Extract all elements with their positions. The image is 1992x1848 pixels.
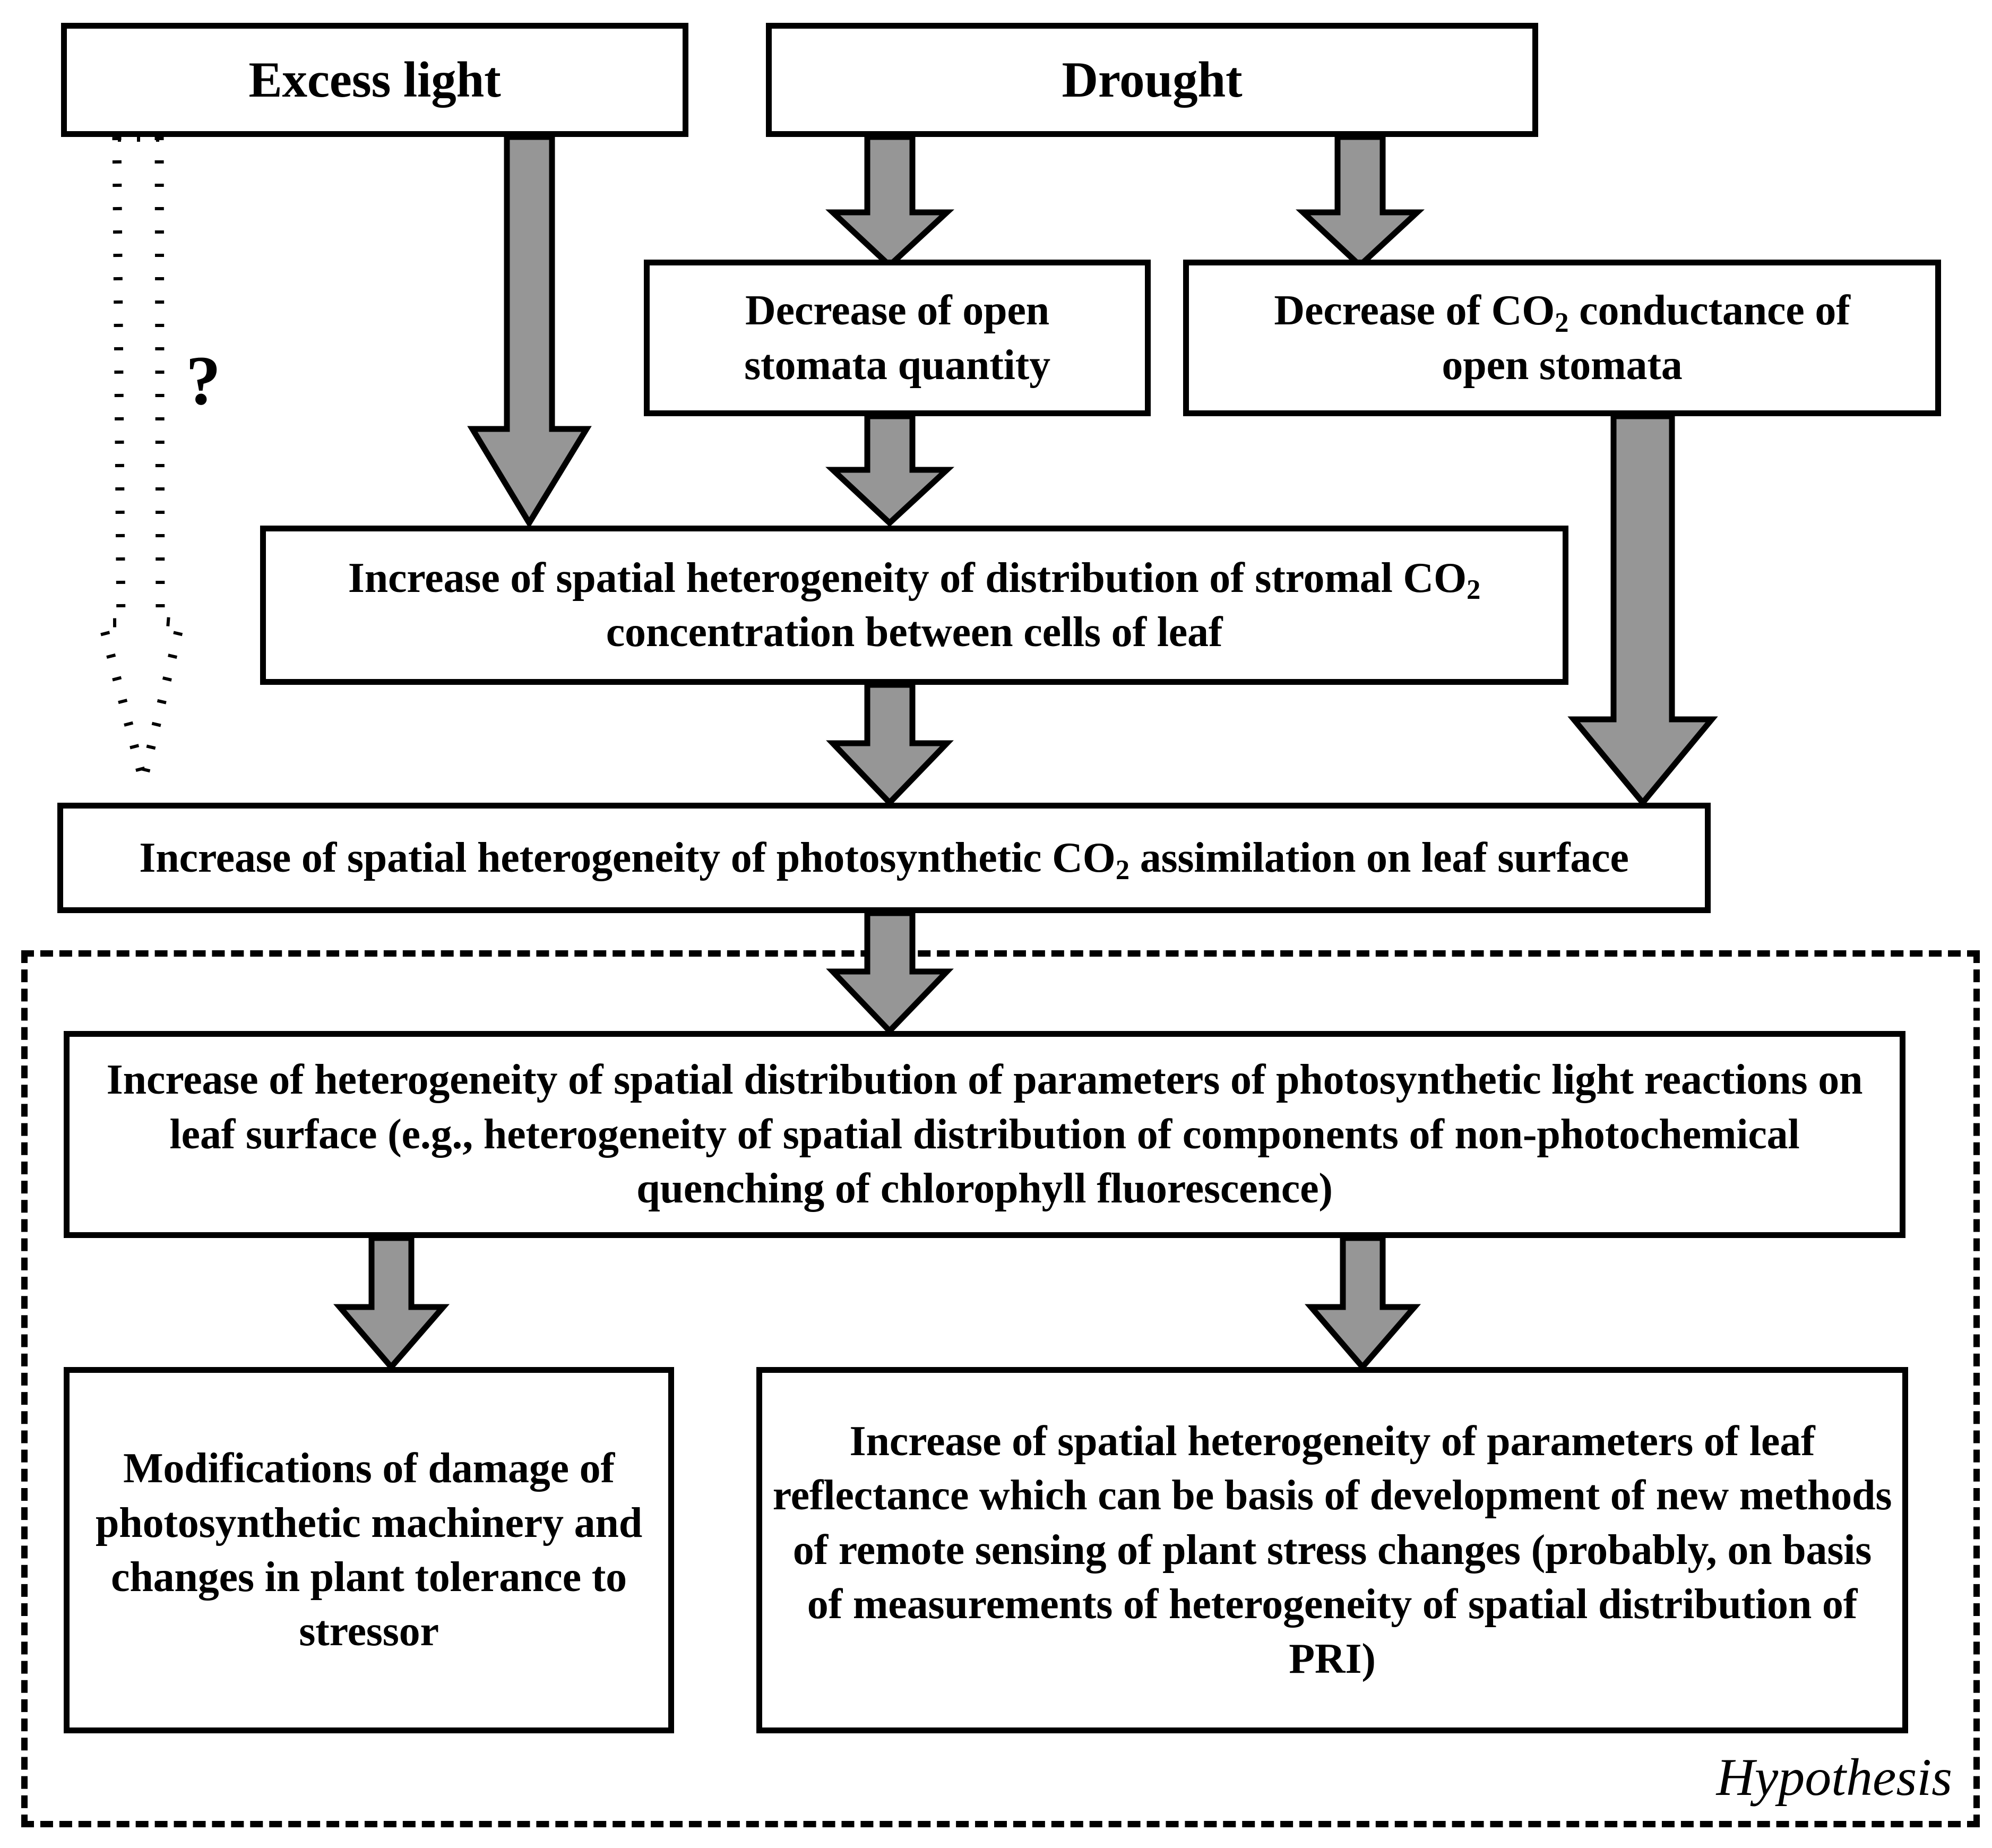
node-co2-assimilation[interactable]: Increase of spatial heterogeneity of pho… (57, 803, 1711, 913)
node-co2-conductance-line2: open stomata (1442, 341, 1683, 389)
node-co2-conductance[interactable]: Decrease of CO2 conductance of open stom… (1183, 260, 1941, 416)
hypothesis-label: Hypothesis (1716, 1748, 1952, 1807)
uncertainty-question-mark: ? (186, 341, 221, 419)
node-open-stomata-line1: Decrease of open (745, 287, 1049, 334)
node-open-stomata-line2: stomata quantity (744, 341, 1050, 389)
node-co2-conductance-post: conductance of (1568, 287, 1850, 334)
arrow-drought-to-open-stomata (825, 134, 955, 270)
arrow-co2-conductance-to-assimilation (1567, 413, 1718, 807)
node-stromal-co2-label: Increase of spatial heterogeneity of dis… (266, 551, 1563, 660)
node-stromal-co2-pre: Increase of spatial heterogeneity of dis… (348, 554, 1467, 601)
arrow-excess-light-dotted-left-outline (97, 136, 146, 777)
arrow-excess-light-to-stromal-co2 (467, 134, 592, 529)
node-co2-assimilation-pre: Increase of spatial heterogeneity of pho… (139, 834, 1116, 881)
node-co2-assimilation-subscript: 2 (1115, 854, 1129, 886)
node-leaf-reflectance[interactable]: Increase of spatial heterogeneity of par… (756, 1367, 1908, 1733)
node-open-stomata[interactable]: Decrease of open stomata quantity (644, 260, 1151, 416)
node-damage-tolerance[interactable]: Modifications of damage of photosyntheti… (64, 1367, 674, 1733)
arrow-stromal-co2-to-assimilation (826, 682, 954, 807)
node-light-reactions[interactable]: Increase of heterogeneity of spatial dis… (64, 1031, 1905, 1238)
node-leaf-reflectance-label: Increase of spatial heterogeneity of par… (772, 1418, 1892, 1682)
node-light-reactions-label: Increase of heterogeneity of spatial dis… (106, 1056, 1863, 1213)
hypothesis-region (21, 950, 1980, 1827)
node-co2-conductance-label: Decrease of CO2 conductance of open stom… (1189, 283, 1935, 392)
node-co2-assimilation-post: assimilation on leaf surface (1129, 834, 1629, 881)
node-damage-tolerance-label: Modifications of damage of photosyntheti… (95, 1445, 643, 1655)
arrow-excess-light-dotted-right-outline (140, 136, 186, 776)
node-excess-light[interactable]: Excess light (61, 23, 688, 137)
node-stromal-co2[interactable]: Increase of spatial heterogeneity of dis… (260, 526, 1568, 685)
node-stromal-co2-post: concentration between cells of leaf (606, 609, 1223, 656)
node-drought-label: Drought (1062, 51, 1243, 108)
node-co2-conductance-pre: Decrease of CO (1274, 287, 1555, 334)
node-drought[interactable]: Drought (766, 23, 1538, 137)
node-stromal-co2-subscript: 2 (1467, 574, 1481, 606)
node-open-stomata-label: Decrease of open stomata quantity (650, 283, 1145, 392)
node-excess-light-label: Excess light (248, 51, 501, 108)
arrow-open-stomata-to-stromal-co2 (825, 413, 955, 527)
arrow-drought-to-co2-conductance (1296, 134, 1425, 270)
node-co2-assimilation-label: Increase of spatial heterogeneity of pho… (63, 831, 1705, 886)
node-co2-conductance-subscript: 2 (1555, 307, 1569, 338)
